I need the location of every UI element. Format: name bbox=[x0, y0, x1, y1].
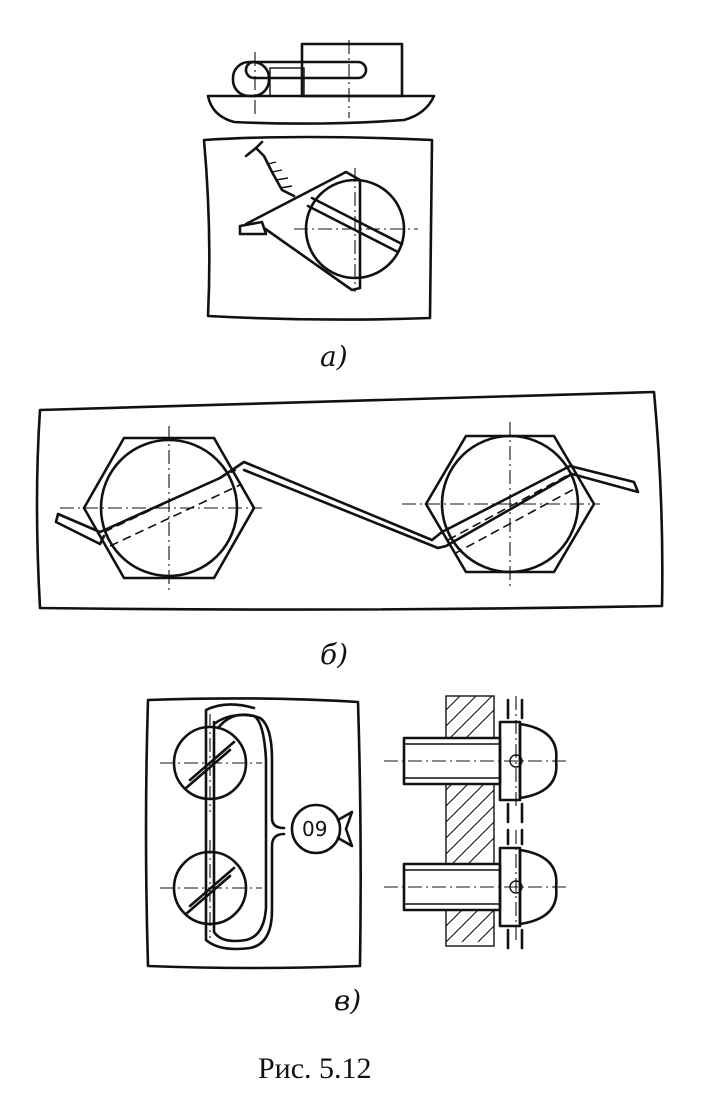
panel-b-label: б) bbox=[320, 638, 348, 671]
seal bbox=[290, 803, 342, 855]
panel-v-section-view bbox=[384, 695, 566, 950]
panel-v-wire-loop bbox=[204, 703, 286, 951]
panel-b-left-nut bbox=[60, 426, 262, 592]
panel-a: а) bbox=[202, 40, 436, 373]
panel-a-label: а) bbox=[320, 340, 348, 373]
panel-v-plan-view: 09 bbox=[144, 697, 362, 970]
panel-b: б) bbox=[35, 390, 664, 671]
panel-b-plate bbox=[35, 390, 664, 611]
figure-caption: Рис. 5.12 bbox=[258, 1052, 372, 1085]
panel-b-right-nut bbox=[402, 422, 600, 588]
panel-a-top-view bbox=[206, 40, 436, 125]
panel-v: 09 bbox=[144, 695, 566, 1017]
panel-b-locking-wire bbox=[54, 460, 640, 550]
panel-v-label: в) bbox=[334, 984, 361, 1017]
panel-a-plan-view bbox=[202, 135, 434, 321]
seal-text: 09 bbox=[302, 817, 327, 841]
